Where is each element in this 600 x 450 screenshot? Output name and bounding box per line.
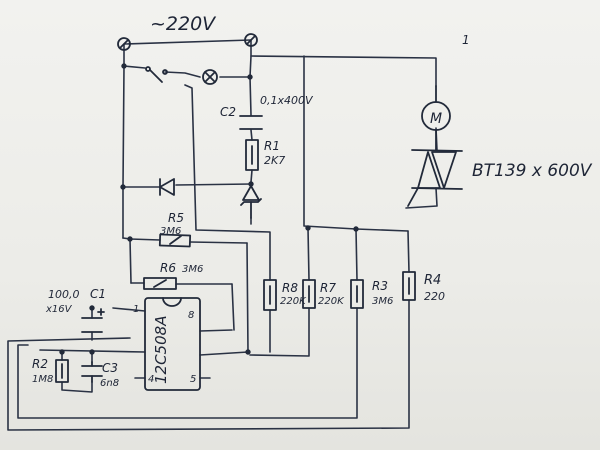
wire	[175, 183, 253, 186]
wire	[407, 230, 410, 273]
r6-value: 3M6	[182, 264, 203, 275]
wire	[231, 283, 235, 331]
wire	[112, 307, 146, 312]
sheet-mark: 1	[462, 33, 470, 47]
junction-dot	[245, 349, 251, 355]
junctions	[59, 63, 359, 355]
junction-dot	[353, 226, 359, 232]
wire	[405, 187, 438, 209]
left-rail	[122, 65, 125, 239]
resistor-r1	[245, 139, 259, 171]
r7-value: 220K	[318, 296, 345, 307]
wiring	[7, 39, 438, 431]
wire	[355, 228, 358, 281]
c1-value: 100,0	[48, 288, 80, 301]
wire	[250, 129, 253, 141]
junction-dot	[120, 184, 126, 190]
wire	[17, 307, 358, 419]
ic-pin-4: 4	[148, 374, 154, 385]
r8-value: 220K	[280, 296, 307, 307]
wire	[129, 238, 132, 284]
junction-dot	[89, 305, 95, 311]
wire	[164, 71, 201, 78]
capacitor-c1	[81, 308, 105, 333]
wire	[249, 307, 310, 357]
wire	[123, 65, 146, 69]
mains-terminal-right	[244, 33, 258, 47]
wire	[246, 242, 249, 353]
c2-value: 0,1x400V	[260, 94, 314, 107]
capacitor-c2	[239, 115, 263, 130]
mains-bar	[123, 39, 252, 45]
resistor-r8	[263, 279, 277, 311]
junction-dot	[89, 349, 95, 355]
wire	[199, 329, 233, 332]
c3-ref: C3	[102, 361, 118, 375]
wire	[307, 227, 310, 281]
diode-icon	[159, 178, 175, 196]
triac-part-label: BT139 x 600V	[472, 161, 593, 181]
r2-ref: R2	[32, 357, 48, 371]
c1-ref: C1	[90, 287, 106, 301]
resistor-r3	[350, 279, 364, 309]
wire	[303, 55, 409, 232]
r5-value: 3M6	[160, 226, 181, 237]
wire	[250, 169, 253, 183]
resistor-r6	[143, 277, 177, 290]
r7-ref: R7	[320, 281, 336, 295]
capacitor-c3	[81, 361, 103, 383]
c1-voltage: x16V	[45, 304, 73, 315]
r3-ref: R3	[372, 279, 388, 293]
microcontroller-ic	[144, 297, 201, 391]
ic-pin-1: 1	[133, 304, 139, 315]
junction-dot	[59, 349, 65, 355]
wire	[7, 299, 410, 431]
motor-symbol: M	[430, 111, 442, 127]
resistor-r4	[402, 271, 416, 301]
ic-pin-8: 8	[188, 310, 194, 321]
junction-dot	[127, 236, 133, 242]
wire	[249, 55, 252, 78]
wire	[61, 381, 93, 393]
r5-ref: R5	[168, 211, 184, 225]
c3-value: 6n8	[100, 378, 119, 389]
zener-diode-icon	[240, 185, 262, 219]
r6-ref: R6	[160, 261, 176, 275]
lamp-icon	[202, 69, 218, 85]
wire	[189, 241, 248, 244]
wire	[249, 76, 252, 116]
r4-value: 220	[424, 290, 445, 303]
junction-dot	[121, 63, 127, 69]
r2-value: 1M8	[32, 374, 53, 385]
r4-ref: R4	[424, 273, 441, 288]
motor-icon	[421, 85, 451, 151]
triac-icon	[407, 149, 463, 207]
r1-ref: R1	[264, 139, 280, 153]
wire	[199, 351, 249, 356]
ic-part-label: 12C508A	[152, 316, 170, 384]
switch	[145, 66, 168, 83]
junction-dot	[305, 225, 311, 231]
r3-value: 3M6	[372, 296, 393, 307]
wire	[250, 39, 437, 87]
wire	[184, 84, 271, 281]
resistor-r2	[55, 359, 69, 383]
r1-value: 2K7	[264, 154, 285, 167]
mains-voltage-label: ~220V	[150, 13, 217, 35]
c2-ref: C2	[220, 105, 236, 119]
resistor-r5	[158, 233, 192, 248]
resistor-r7	[302, 279, 316, 309]
junction-dot	[247, 74, 253, 80]
mains-terminal-left	[117, 37, 131, 51]
ic-pin-5: 5	[190, 374, 196, 385]
r8-ref: R8	[282, 281, 298, 295]
